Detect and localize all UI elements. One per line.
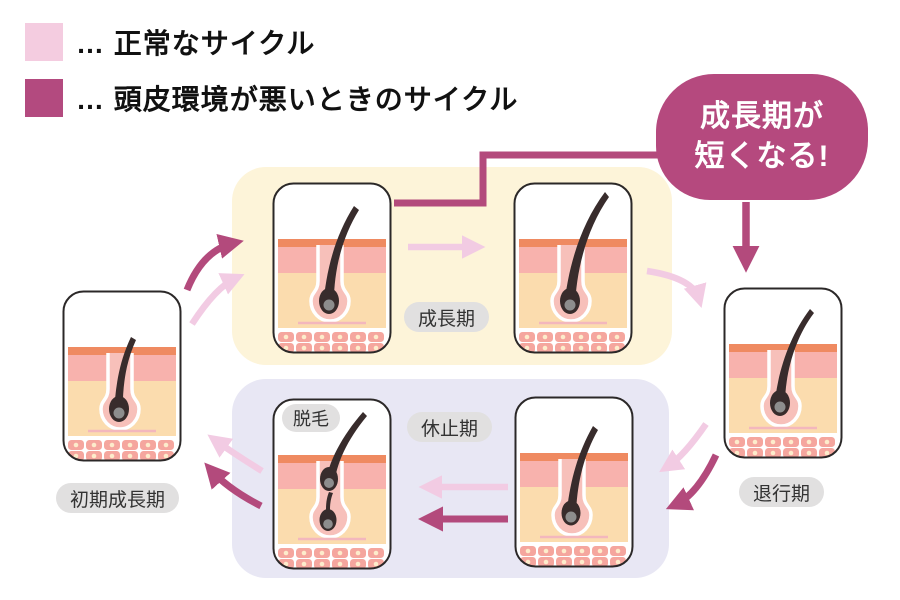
follicle-illustration-growth-1 [272, 182, 392, 354]
legend: … 正常なサイクル … 頭皮環境が悪いときのサイクル [25, 22, 518, 134]
stage-label-early-growth: 初期成長期 [56, 483, 180, 513]
follicle-box-early-growth [62, 290, 182, 462]
callout-line-1: 成長期が [700, 100, 824, 134]
follicle-box-growth-2 [513, 182, 633, 354]
stage-label-shedding: 脱毛 [282, 404, 340, 432]
follicle-illustration-rest [514, 396, 634, 568]
follicle-illustration-regression [723, 287, 843, 459]
arrow-normal-early-to-growth [189, 273, 245, 326]
follicle-box-growth-1 [272, 182, 392, 354]
legend-item-bad-scalp-cycle: … 頭皮環境が悪いときのサイクル [25, 78, 518, 118]
arrow-normal-regression-to-rest [659, 422, 709, 473]
stage-label-growth: 成長期 [404, 302, 490, 332]
legend-item-normal-cycle: … 正常なサイクル [25, 22, 518, 62]
legend-swatch-normal-cycle [25, 23, 63, 61]
follicle-illustration-early-growth [62, 290, 182, 462]
follicle-illustration-growth-2 [513, 182, 633, 354]
stage-label-regression: 退行期 [739, 477, 825, 507]
arrow-bad-early-to-growth [183, 234, 244, 292]
callout-line-2: 短くなる! [694, 140, 830, 173]
callout-growth-phase-shortens: 成長期が 短くなる! [656, 74, 868, 200]
follicle-box-rest [514, 396, 634, 568]
follicle-box-regression [723, 287, 843, 459]
stage-label-rest: 休止期 [407, 412, 493, 442]
legend-swatch-bad-scalp-cycle [25, 79, 63, 117]
arrow-bad-regression-to-rest [665, 453, 720, 511]
legend-label-normal-cycle: … 正常なサイクル [76, 28, 316, 59]
legend-label-bad-scalp-cycle: … 頭皮環境が悪いときのサイクル [76, 84, 519, 115]
